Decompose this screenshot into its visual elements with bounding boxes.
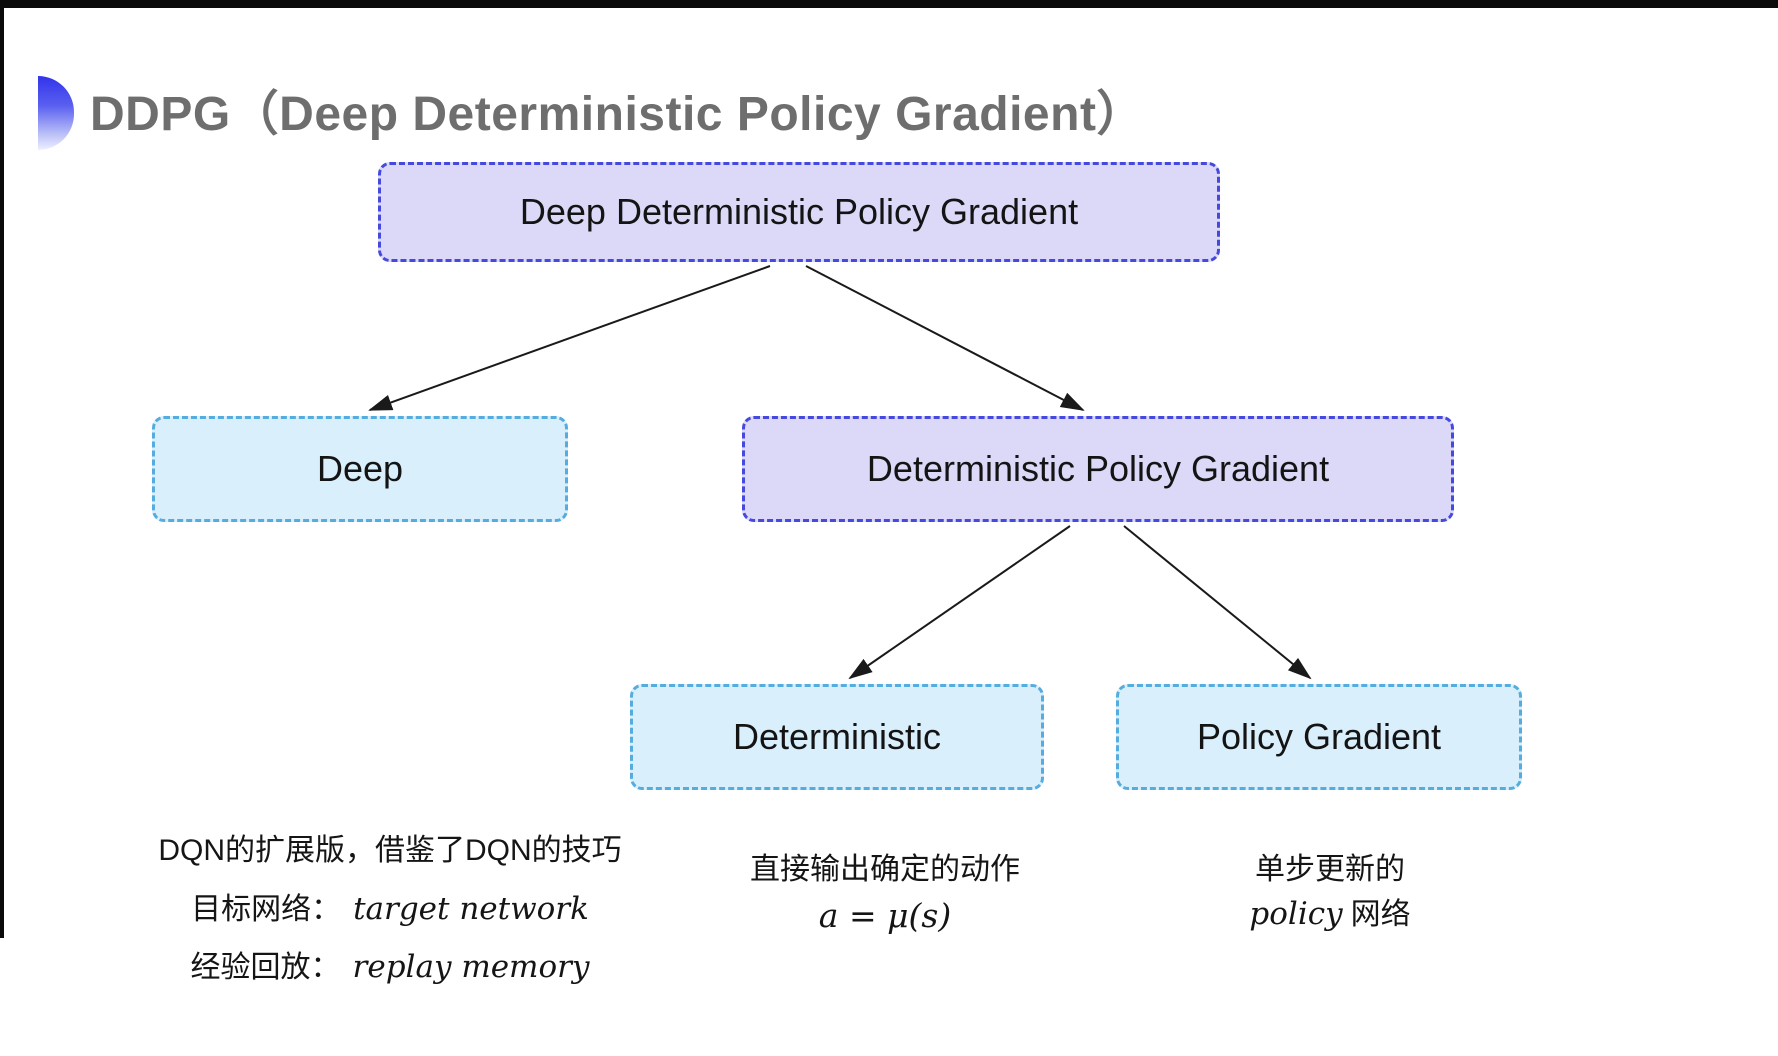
node-deep-deterministic-policy-gradient: Deep Deterministic Policy Gradient <box>378 162 1220 262</box>
annotation-deep-line3: 经验回放： replay memory <box>100 938 680 996</box>
annotation-policy-gradient-line1: 单步更新的 <box>1255 853 1405 886</box>
slide-title: DDPG（Deep Deterministic Policy Gradient） <box>90 88 1145 141</box>
node-deterministic: Deterministic <box>630 684 1044 790</box>
left-border-line <box>0 0 4 938</box>
annotation-deep-line1: DQN的扩展版，借鉴了DQN的技巧 <box>158 834 622 867</box>
annotation-en-term: target network <box>353 891 589 927</box>
edge-dpg-to-deterministic <box>848 525 1071 680</box>
annotation-cn-label: 网络 <box>1350 898 1411 931</box>
edge-root-to-dpg <box>805 265 1085 411</box>
node-label: Policy Gradient <box>1196 716 1442 757</box>
annotation-cn-label: 目标网络： <box>191 893 342 926</box>
top-border-line <box>0 0 1778 8</box>
node-deep: Deep <box>152 416 568 522</box>
annotation-en-term: replay memory <box>352 949 590 985</box>
bullet-half-circle-icon <box>38 76 74 150</box>
annotation-formula: a = μ(s) <box>818 896 952 935</box>
annotation-deterministic-line1: 直接输出确定的动作 <box>750 853 1020 886</box>
node-policy-gradient: Policy Gradient <box>1116 684 1522 790</box>
node-label: Deterministic <box>732 716 942 757</box>
annotation-cn-label: 经验回放： <box>190 951 341 984</box>
annotation-deterministic-block: 直接输出确定的动作 a = μ(s) <box>690 848 1080 940</box>
edge-dpg-to-policy-gradient <box>1123 525 1312 680</box>
annotation-deep-line2: 目标网络： target network <box>100 880 680 938</box>
node-deterministic-policy-gradient: Deterministic Policy Gradient <box>742 416 1454 522</box>
node-label: Deep <box>316 448 404 489</box>
node-label: Deep Deterministic Policy Gradient <box>519 191 1079 232</box>
node-label: Deterministic Policy Gradient <box>866 448 1330 489</box>
edge-root-to-deep <box>368 265 771 411</box>
annotation-deep-block: DQN的扩展版，借鉴了DQN的技巧 目标网络： target network 经验… <box>100 822 680 996</box>
annotation-en-term: policy <box>1249 896 1343 932</box>
